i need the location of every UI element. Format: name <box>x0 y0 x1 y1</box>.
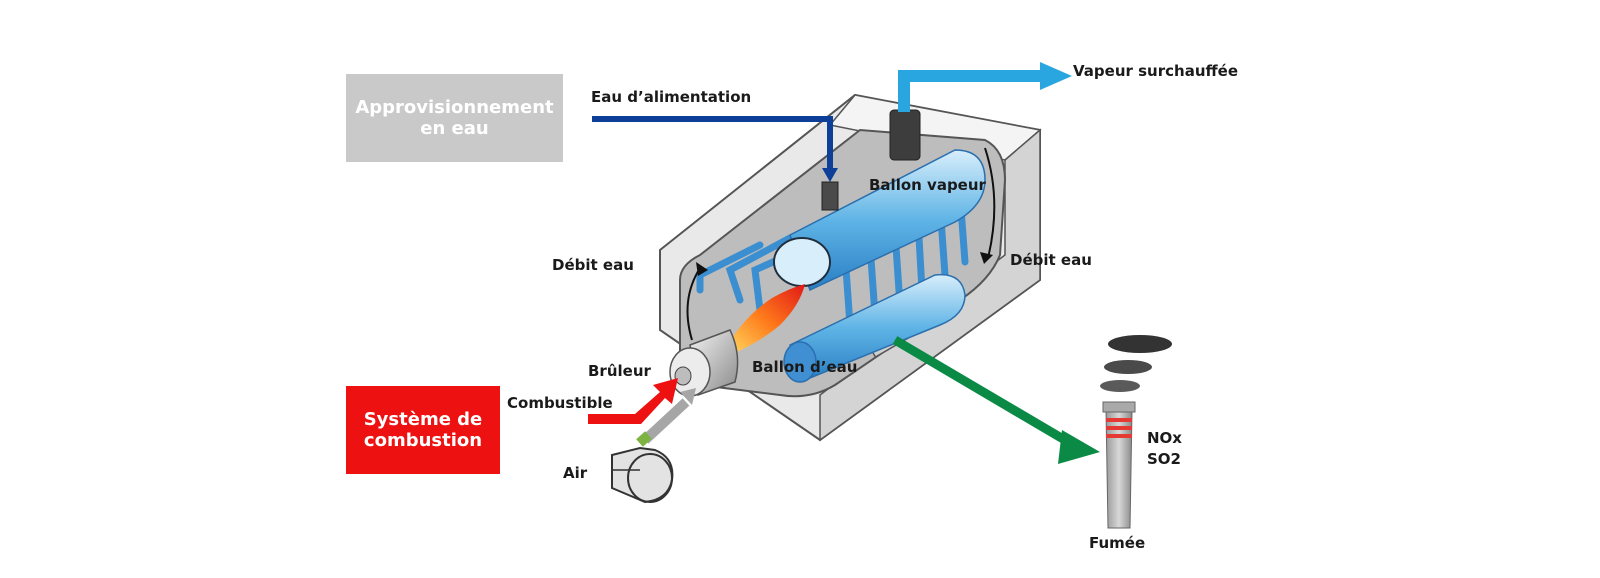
burner <box>669 329 739 397</box>
fuel-arrow <box>588 378 678 424</box>
water-flow-left-label: Débit eau <box>552 256 634 274</box>
circulation-arrow-left <box>686 267 701 341</box>
air-fan <box>611 446 674 504</box>
air-label: Air <box>563 464 588 482</box>
water-drum-label: Ballon d’eau <box>752 358 857 376</box>
circulation-arrow-right <box>984 147 996 259</box>
nox-label: NOx <box>1147 429 1182 447</box>
fuel-label: Combustible <box>507 394 613 412</box>
smoke-puffs <box>1100 335 1172 392</box>
combustion-line2: combustion <box>363 430 483 451</box>
superheated-steam-label: Vapeur surchauffée <box>1073 62 1238 80</box>
chimney <box>1102 401 1136 529</box>
circulation-arrowhead-left <box>696 262 708 276</box>
steam-drum-label: Ballon vapeur <box>869 176 987 194</box>
burner-flame <box>725 284 805 355</box>
water-supply-line1: Approvisionnement <box>355 97 554 118</box>
so2-label: SO2 <box>1147 450 1181 468</box>
superheated-steam-arrow <box>889 62 1072 161</box>
water-drum <box>783 273 966 383</box>
water-supply-box: Approvisionnement en eau <box>346 74 563 162</box>
flue-gas-label: Fumée <box>1089 534 1145 552</box>
air-arrow <box>636 388 696 447</box>
combustion-line1: Système de <box>363 409 483 430</box>
flue-gas-arrow <box>892 336 1100 464</box>
water-supply-line2: en eau <box>420 118 489 139</box>
feed-water-arrow <box>592 116 839 211</box>
burner-label: Brûleur <box>588 362 652 380</box>
circulation-arrowhead-right <box>980 252 993 264</box>
feed-water-label: Eau d’alimentation <box>591 88 751 106</box>
steam-drum <box>773 149 986 292</box>
combustion-system-box: Système de combustion <box>346 386 500 474</box>
water-flow-right-label: Débit eau <box>1010 251 1092 269</box>
